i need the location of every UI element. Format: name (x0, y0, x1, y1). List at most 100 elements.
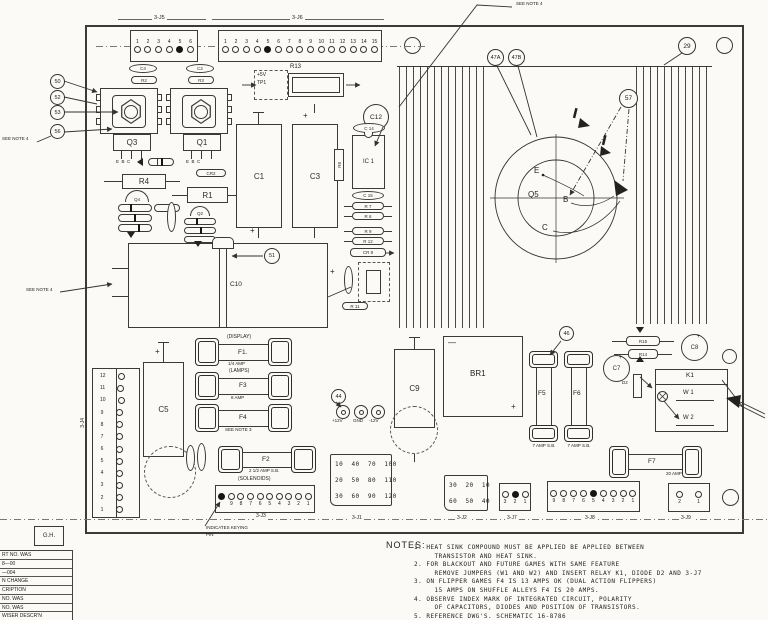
pin-hole (116, 457, 123, 465)
r12-label: R 12 (363, 238, 373, 244)
pin-number: 12 (100, 373, 106, 380)
pin: 5 (264, 39, 272, 53)
pin-number: 6 (582, 498, 585, 504)
pin-number: 1 (631, 498, 635, 504)
pin-hole (221, 46, 229, 53)
pin: 4 (253, 39, 261, 53)
pin-hole (266, 492, 274, 500)
pin-number: 7 (287, 39, 291, 45)
resistor-r4: R4 (122, 174, 166, 189)
pin-hole (285, 492, 293, 500)
pin: 3 (243, 39, 251, 53)
capacitor-c15: C 15 (352, 191, 384, 200)
pin: 9 (550, 490, 558, 504)
tp1-voltage: +5V (257, 72, 267, 78)
callout-52-text: 52 (54, 94, 61, 101)
fuse-f6-rating: 7 AMP S.B. (567, 443, 591, 448)
pin-number: 6 (258, 500, 262, 507)
r3-label: R3 (198, 77, 204, 83)
resistor-r2: R2 (131, 76, 157, 84)
pin: 4 (165, 39, 173, 53)
pin-hole (676, 491, 683, 498)
fuse-f3-rating: 8 AMP (231, 395, 245, 400)
pin: 1 (133, 39, 141, 53)
pin-number: 15 (371, 39, 378, 45)
bracket-tab (157, 106, 162, 113)
pin: 14 (360, 39, 368, 53)
pin: 2 (144, 39, 152, 53)
pin-number: 5 (592, 498, 595, 504)
resistor-r8: R8 (334, 149, 344, 181)
callout-53-text: 53 (54, 109, 61, 116)
f3-circuit-label: (LAMPS) (229, 368, 250, 374)
small-diode (118, 224, 152, 232)
c12-label: C12 (370, 113, 382, 121)
r7-label: R 7 (364, 203, 372, 209)
pin-number: 7 (572, 498, 576, 504)
pin-number: 8 (298, 39, 302, 45)
pin: 9 (307, 39, 315, 53)
pin-number: 2 (234, 39, 238, 45)
fuse-f3-clip (268, 372, 292, 400)
text-row: 2. FOR BLACKOUT AND FUTURE GAMES WITH SA… (414, 561, 620, 569)
pin: 7 (570, 490, 578, 504)
pin-hole (275, 492, 283, 500)
pin: 11 (100, 384, 138, 392)
pin-hole (619, 490, 627, 497)
callout-46-text: 46 (563, 330, 570, 337)
c3-polarity: + (303, 111, 308, 120)
transistor-q3: Q3 (113, 134, 151, 151)
pin-hole (599, 490, 607, 497)
pin: 9 (100, 409, 138, 417)
c15-label: C 15 (363, 193, 373, 198)
br1-plus: + (511, 402, 516, 411)
keying-pin (176, 46, 184, 53)
bracket-tab (157, 118, 162, 125)
optional-cap-zone (358, 262, 390, 302)
diode-cr2: CR2 (196, 169, 226, 177)
pin-number (220, 501, 224, 506)
testpoint-plus12 (336, 405, 350, 419)
keying-pin (511, 490, 519, 498)
d2-label: D2 (622, 380, 628, 385)
pin-hole (117, 384, 125, 392)
pin-number: 4 (167, 39, 171, 45)
fuse-f1-rating: 1/4 AMP (228, 361, 246, 366)
see-note4-c10: SEE NOTE 4 (26, 287, 53, 292)
pin-number: 4 (255, 39, 259, 45)
c8-polarity: + (697, 334, 701, 340)
bracket-tab (96, 106, 101, 113)
centerline (0, 519, 768, 520)
pin-hole (253, 46, 261, 53)
capacitor-c2: C2 (186, 64, 214, 73)
pin-hole (560, 490, 568, 497)
bracket-tab (96, 94, 101, 101)
pin-hole (371, 46, 379, 53)
fuse-f2-label: F2 (262, 456, 270, 463)
text-row: 1. HEAT SINK COMPOUND MUST BE APPLIED BE… (414, 544, 645, 551)
pin: 1 (695, 491, 702, 505)
q5-base: B (563, 195, 569, 204)
pin-hole (165, 46, 173, 53)
c7-label: C7 (612, 365, 621, 372)
pin-hole (117, 396, 125, 404)
pin-number: 6 (100, 446, 104, 453)
text-row: 4. OBSERVE INDEX MARK OF INTEGRATED CIRC… (414, 595, 632, 603)
fuse-f4-clip (195, 404, 219, 432)
pin-hole (116, 469, 123, 477)
jumper-w1-label: W 1 (683, 390, 694, 396)
pin: 2 (232, 39, 240, 53)
f1-circuit-label: (DISPLAY) (227, 334, 252, 340)
pin-number: 5 (268, 500, 272, 507)
tp-minus12-label: -12V (369, 418, 379, 423)
small-capacitor (197, 443, 206, 471)
bridge-br1 (443, 336, 523, 417)
pin (218, 493, 226, 506)
solenoids-label: (SOLENOIDS) (238, 476, 271, 482)
resistor-r14: R14 (628, 349, 658, 359)
heatsink-fins-right (636, 67, 712, 324)
text-row: 8—00 (0, 560, 72, 569)
